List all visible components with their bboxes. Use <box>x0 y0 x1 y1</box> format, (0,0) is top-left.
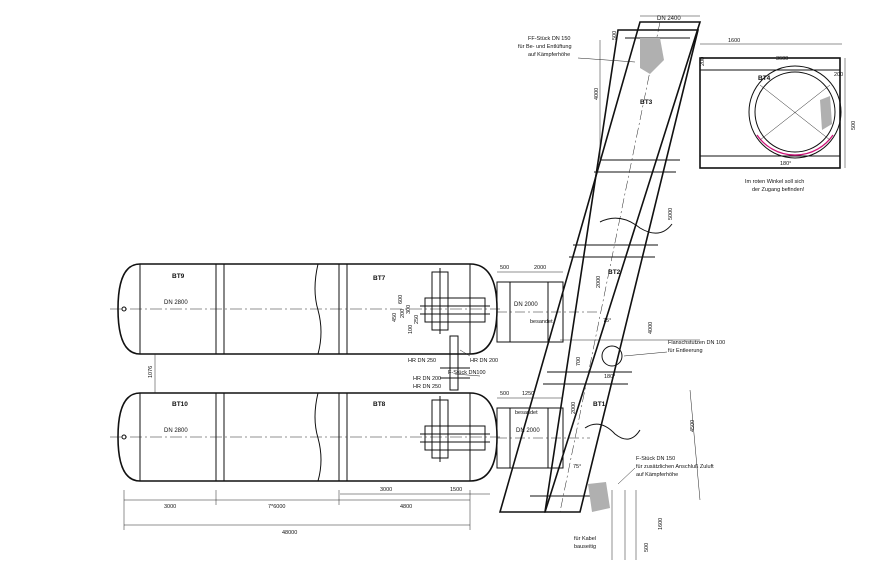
note-kabel-2: bauseitig <box>574 544 596 550</box>
dim-300: 300 <box>406 305 412 314</box>
dim-2000c: 2000 <box>571 402 577 414</box>
label-bt10-dn: DN 2800 <box>164 428 188 434</box>
label-bt1: BT1 <box>593 401 606 408</box>
dimension-lines <box>123 15 846 560</box>
connector-lower <box>496 407 590 469</box>
riser-pipe <box>440 335 470 391</box>
dim-100: 100 <box>408 325 414 334</box>
tank-bt4 <box>699 57 842 169</box>
tank-lower <box>110 392 500 482</box>
dim-600: 600 <box>398 295 404 304</box>
dim-500d: 500 <box>612 31 618 40</box>
dim-1076: 1076 <box>148 366 154 378</box>
connector-lower-dn: DN 2000 <box>516 428 540 434</box>
label-bt10: BT10 <box>172 401 188 408</box>
dim-4500: 4500 <box>690 420 696 432</box>
dim-500b: 500 <box>500 391 509 397</box>
access-angle-arc <box>756 134 834 156</box>
fill-patch-top <box>640 38 664 74</box>
note-kabel-1: für Kabel <box>574 536 596 542</box>
label-bt9: BT9 <box>172 273 185 280</box>
dim-200: 200 <box>400 309 406 318</box>
leader-lines <box>454 57 668 485</box>
inclined-shaft <box>498 21 702 513</box>
connector-upper-dn: DN 2000 <box>514 302 538 308</box>
note-hr250a: HR DN 250 <box>408 358 436 364</box>
dim-1600a: 1600 <box>728 38 740 44</box>
dim-500e: 500 <box>644 543 650 552</box>
note-ff-2: für Be- und Entlüftung <box>518 44 572 50</box>
dim-3000b: 3000 <box>380 487 392 493</box>
dim-500c: 500 <box>851 121 857 130</box>
note-hr200b: HR DN 200 <box>413 376 441 382</box>
dim-3000a: 3000 <box>164 504 176 510</box>
dim-2000b: 2000 <box>596 276 602 288</box>
label-bt8: BT8 <box>373 401 386 408</box>
dim-700: 700 <box>576 357 582 366</box>
angle-mid: 180° <box>604 374 615 380</box>
fill-patch-bt4 <box>820 96 832 130</box>
label-bt2: BT2 <box>608 269 621 276</box>
label-bt3: BT3 <box>640 99 653 106</box>
dim-48000: 48000 <box>282 530 297 536</box>
note-f-dn100: F-Stück DN100 <box>448 370 486 376</box>
dim-1600b: 1600 <box>658 518 664 530</box>
dim-3600: 3600 <box>776 56 788 62</box>
label-bt7: BT7 <box>373 275 386 282</box>
connector-upper <box>496 281 600 343</box>
dim-200b: 200 <box>834 72 843 78</box>
dim-4000b: 4000 <box>648 322 654 334</box>
fill-patch-bottom <box>588 482 610 512</box>
dim-450: 450 <box>392 313 398 322</box>
angle-upper: 75° <box>603 318 611 324</box>
angle-bt4: 180° <box>780 161 791 167</box>
dim-200c: 200 <box>700 57 706 66</box>
besandet-lower: besandet <box>515 410 538 416</box>
label-bt4: BT4 <box>758 75 771 82</box>
besandet-upper: besandet <box>530 319 553 325</box>
note-f-2: für zusätzlichen Anschluß Zuluft <box>636 464 714 470</box>
note-red-2: der Zugang befinden! <box>752 187 805 193</box>
dim-500a: 500 <box>500 265 509 271</box>
note-f-3: auf Kämpferhöhe <box>636 472 678 478</box>
angle-lower: 75° <box>573 464 581 470</box>
dim-1500: 1500 <box>450 487 462 493</box>
note-red-1: Im roten Winkel soll sich <box>745 179 804 185</box>
note-ff-1: FF-Stück DN 150 <box>528 36 570 42</box>
dim-4800: 4800 <box>400 504 412 510</box>
dim-2000a: 2000 <box>534 265 546 271</box>
dim-250: 250 <box>414 315 420 324</box>
note-flansch-2: für Entleerung <box>668 348 703 354</box>
dim-7x6000: 7*6000 <box>268 504 285 510</box>
note-hr250b: HR DN 250 <box>413 384 441 390</box>
note-hr200a: HR DN 200 <box>470 358 498 364</box>
tank-upper <box>110 263 500 355</box>
note-flansch-1: Flanschstutzen DN 100 <box>668 340 725 346</box>
dim-5000: 5000 <box>668 208 674 220</box>
dn-top: DN 2400 <box>657 16 681 22</box>
note-ff-3: auf Kämpferhöhe <box>528 52 570 58</box>
dim-1250: 1250 <box>522 391 534 397</box>
label-bt9-dn: DN 2800 <box>164 300 188 306</box>
note-f-1: F-Stück DN 150 <box>636 456 675 462</box>
dim-4000a: 4000 <box>594 88 600 100</box>
